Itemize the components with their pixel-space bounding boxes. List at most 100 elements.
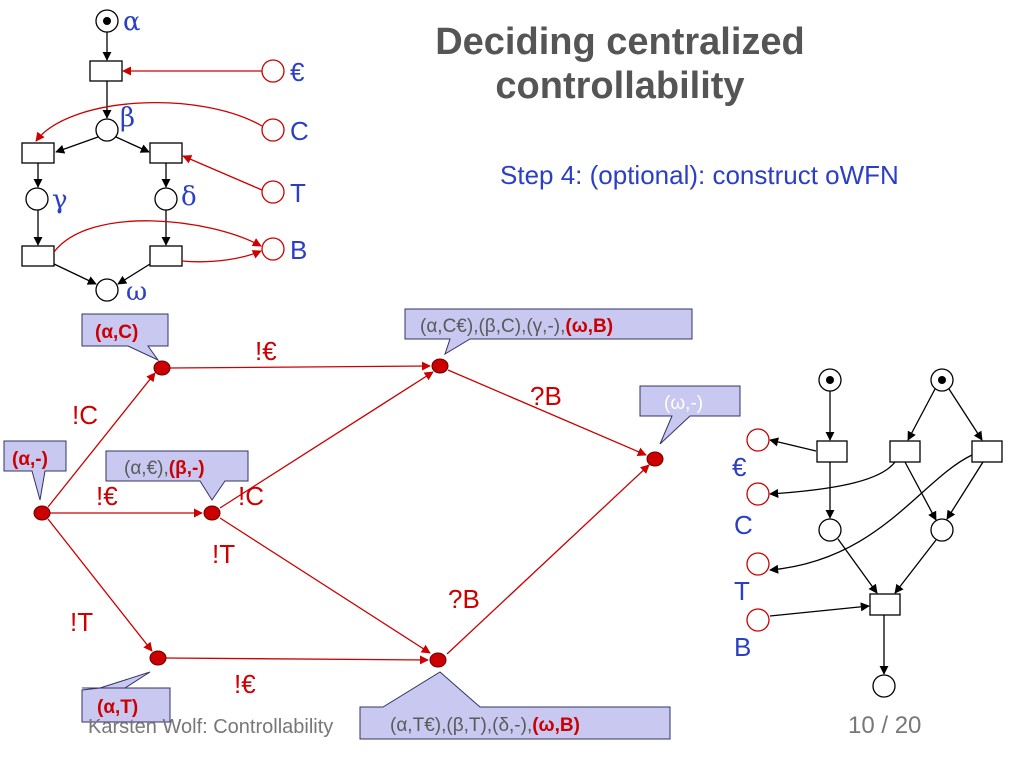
owfn-place-mid-left (818, 518, 842, 542)
page-number: 10 / 20 (848, 712, 922, 739)
place-beta-label: β (120, 103, 135, 133)
transition-t4 (21, 245, 55, 267)
state-label: (α,C) (95, 322, 138, 343)
place-alpha-token (103, 17, 111, 25)
transition-t1 (89, 60, 123, 82)
owfn-interface-b (746, 608, 770, 632)
transition-t5 (149, 245, 183, 267)
state-label-part: (α,C) (95, 322, 138, 343)
graph-node (33, 505, 51, 521)
place-omega (95, 278, 119, 302)
owfn-interface-euro (746, 428, 770, 452)
owfn-interface-t (746, 552, 770, 576)
callout-labels: (α,-) (α,C) (α,€),(β,-) (α,T) (α,C€),(β,… (12, 316, 703, 736)
interface-place-t (261, 180, 285, 204)
callouts (3, 308, 741, 740)
arc (907, 388, 936, 441)
edge-label: !C (238, 481, 264, 511)
state-label-part: (β,-) (169, 458, 205, 479)
edge-label: !€ (96, 481, 118, 511)
slide-title: Deciding centralized controllability (435, 21, 805, 107)
state-label: (ω,-) (664, 393, 703, 414)
place-delta-label: δ (181, 182, 197, 212)
slide-subtitle: Step 4: (optional): construct oWFN (500, 160, 899, 190)
small-net-labels: α β γ δ ω € C T B (52, 7, 309, 307)
arc (181, 250, 262, 263)
arc (769, 454, 973, 574)
owfn-label-b: B (734, 632, 751, 662)
interface-b-label: B (290, 235, 307, 265)
owfn-interface-labels: € C T B (732, 452, 753, 662)
edge-n2-n4 (219, 371, 434, 509)
state-label: (α,C€),(β,C),(γ,-),(ω,B) (420, 316, 613, 337)
arc (837, 538, 878, 594)
graph-nodes (33, 358, 664, 668)
owfn-transition (889, 440, 921, 463)
state-label: (α,-) (12, 449, 48, 470)
state-label-part: (α,T€),(β,T),(δ,-), (390, 715, 532, 736)
arc (948, 388, 983, 441)
graph-node (149, 650, 167, 666)
interface-place-euro (261, 59, 285, 83)
edge-n5-n6 (446, 464, 650, 655)
graph-node (646, 451, 664, 467)
owfn-place-mid-right (930, 518, 954, 542)
state-label: (α,T€),(β,T),(δ,-),(ω,B) (390, 715, 580, 736)
owfn-place-initial-right-token (938, 376, 946, 384)
edge-label: !C (72, 400, 98, 430)
place-delta (154, 187, 178, 211)
edge-label: !T (212, 539, 235, 569)
arc (769, 602, 870, 617)
arc (55, 136, 99, 154)
state-label: (α,€),(β,-) (124, 458, 205, 479)
edge-n4-n6 (447, 369, 647, 456)
small-net-interface (35, 59, 285, 263)
arc (946, 461, 984, 520)
callout-n6 (639, 385, 741, 445)
callout-n5 (359, 671, 671, 740)
state-label-part: (α,€), (124, 458, 169, 479)
place-omega-label: ω (126, 277, 147, 307)
arc (769, 461, 896, 498)
interface-t-label: T (290, 178, 306, 208)
callout-n0 (3, 440, 67, 501)
edge-n2-n5 (219, 517, 431, 654)
owfn-label-euro: € (732, 452, 747, 482)
callout-n2 (105, 450, 249, 501)
owfn-net (769, 368, 1003, 698)
graph-node (431, 358, 449, 374)
callout-n4 (404, 308, 693, 356)
arc (53, 220, 262, 253)
edge-label: ?B (530, 381, 562, 411)
edge-labels: !C !€ !T !€ !C !T !€ ?B ?B (70, 336, 562, 699)
arc (769, 437, 817, 452)
place-alpha-label: α (123, 7, 141, 37)
owfn-label-t: T (734, 576, 750, 606)
arc (894, 539, 937, 594)
edge-n0-n3 (47, 518, 153, 652)
place-beta (95, 118, 119, 142)
edge-label: !T (70, 607, 93, 637)
place-gamma-label: γ (52, 185, 68, 215)
small-net (21, 9, 183, 302)
owfn-transition (816, 440, 848, 463)
owfn-place-final (872, 674, 896, 698)
state-label-part: (ω,-) (664, 393, 703, 414)
arc (115, 136, 150, 153)
owfn-label-c: C (734, 510, 753, 540)
edge-label: !€ (255, 336, 277, 366)
interface-place-c (261, 118, 285, 142)
callout-n1 (81, 313, 169, 362)
arc (35, 102, 263, 142)
state-label: (α,T) (97, 697, 138, 718)
arc (182, 155, 263, 191)
callout-n3 (81, 671, 171, 723)
footer-author: Karsten Wolf: Controllability (88, 716, 334, 738)
arc (904, 461, 937, 521)
graph-edges (47, 361, 650, 665)
arc (117, 263, 151, 285)
transition-t3 (149, 142, 183, 164)
edge-label: ?B (448, 584, 480, 614)
